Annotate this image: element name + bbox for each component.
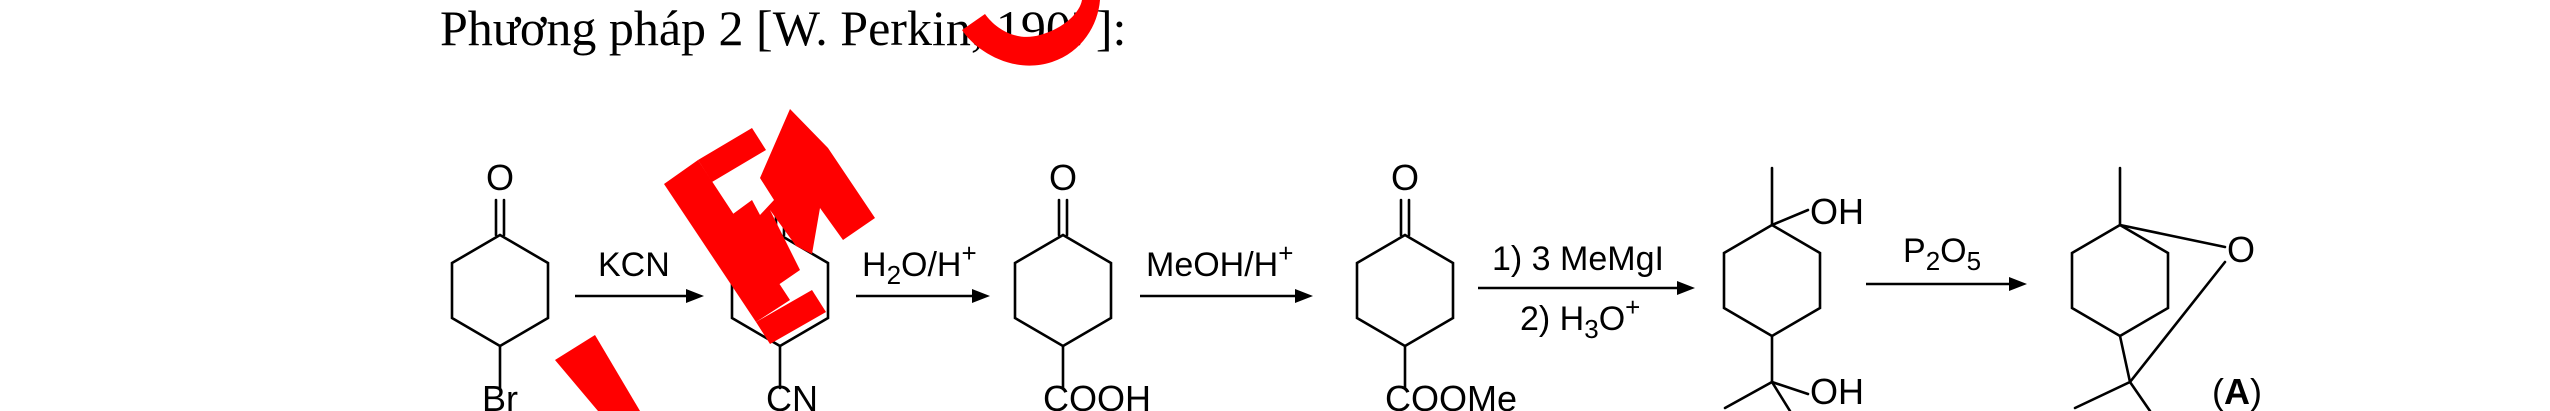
condition-hydrolysis-sup: + (961, 238, 976, 268)
molecule-bromocyclohexanone: O Br (450, 157, 550, 411)
condition-kcn: KCN (598, 246, 670, 284)
condition-esterification: MeOH/H+ (1146, 238, 1293, 284)
reaction-arrow-1: KCN (575, 246, 704, 303)
watermark-arc (962, 0, 1100, 66)
condition-dehydration-sub1: 2 (1926, 246, 1940, 276)
atom-o-3: O (1049, 157, 1077, 198)
condition-hydrolysis-sub: 2 (887, 260, 901, 290)
watermark-letter-e-bar-2 (728, 230, 788, 278)
atom-cooh: COOH (1043, 378, 1151, 411)
condition-acid-workup-sup: + (1625, 292, 1640, 322)
atom-cn: CN (766, 378, 818, 411)
molecule-diol: OH OH (1722, 166, 1864, 411)
product-label: (A) (2212, 371, 2262, 411)
reaction-arrow-5: P2O5 (1866, 232, 2027, 291)
condition-dehydration-sub2: 5 (1967, 246, 1981, 276)
watermark (555, 0, 1100, 411)
condition-dehydration: P2O5 (1903, 232, 1981, 276)
condition-hydrolysis: H2O/H+ (862, 238, 977, 290)
condition-hydrolysis-h: H (862, 246, 887, 284)
atom-o-bridge: O (2227, 229, 2255, 270)
atom-oh-1: OH (1810, 191, 1864, 232)
product-label-letter: A (2224, 371, 2250, 411)
atom-o-1: O (486, 157, 514, 198)
reaction-arrow-3: MeOH/H+ (1140, 238, 1313, 303)
molecule-oxo-ester: O COOMe (1355, 157, 1517, 411)
condition-grignard: 1) 3 MeMgI (1492, 240, 1664, 278)
watermark-letter-e-bar-1 (698, 128, 766, 182)
atom-br: Br (482, 378, 518, 411)
reaction-arrow-2: H2O/H+ (856, 238, 990, 303)
condition-acid-workup-sub: 3 (1584, 314, 1598, 344)
watermark-letter-e-bar-3 (756, 290, 826, 344)
condition-dehydration-o: O (1940, 232, 1966, 270)
atom-o-4: O (1391, 157, 1419, 198)
condition-esterification-sup: + (1278, 238, 1293, 268)
condition-acid-workup-o: O (1599, 300, 1625, 338)
condition-dehydration-p: P (1903, 232, 1926, 270)
condition-esterification-main: MeOH/H (1146, 246, 1278, 284)
atom-coome: COOMe (1385, 378, 1517, 411)
atom-oh-2: OH (1810, 371, 1864, 411)
condition-acid-workup: 2) H3O+ (1520, 292, 1640, 344)
reaction-arrow-4: 1) 3 MeMgI 2) H3O+ (1478, 240, 1695, 344)
watermark-letter-e (664, 160, 790, 322)
condition-hydrolysis-rest: O/H (901, 246, 961, 284)
watermark-diagonal-bar (555, 335, 640, 411)
product-label-open: ( (2212, 371, 2224, 411)
molecule-oxo-acid: O COOH (1013, 157, 1151, 411)
condition-acid-workup-pre: 2) H (1520, 300, 1584, 338)
product-label-close: ) (2250, 371, 2262, 411)
molecule-product-a: O (A) (2070, 166, 2262, 411)
